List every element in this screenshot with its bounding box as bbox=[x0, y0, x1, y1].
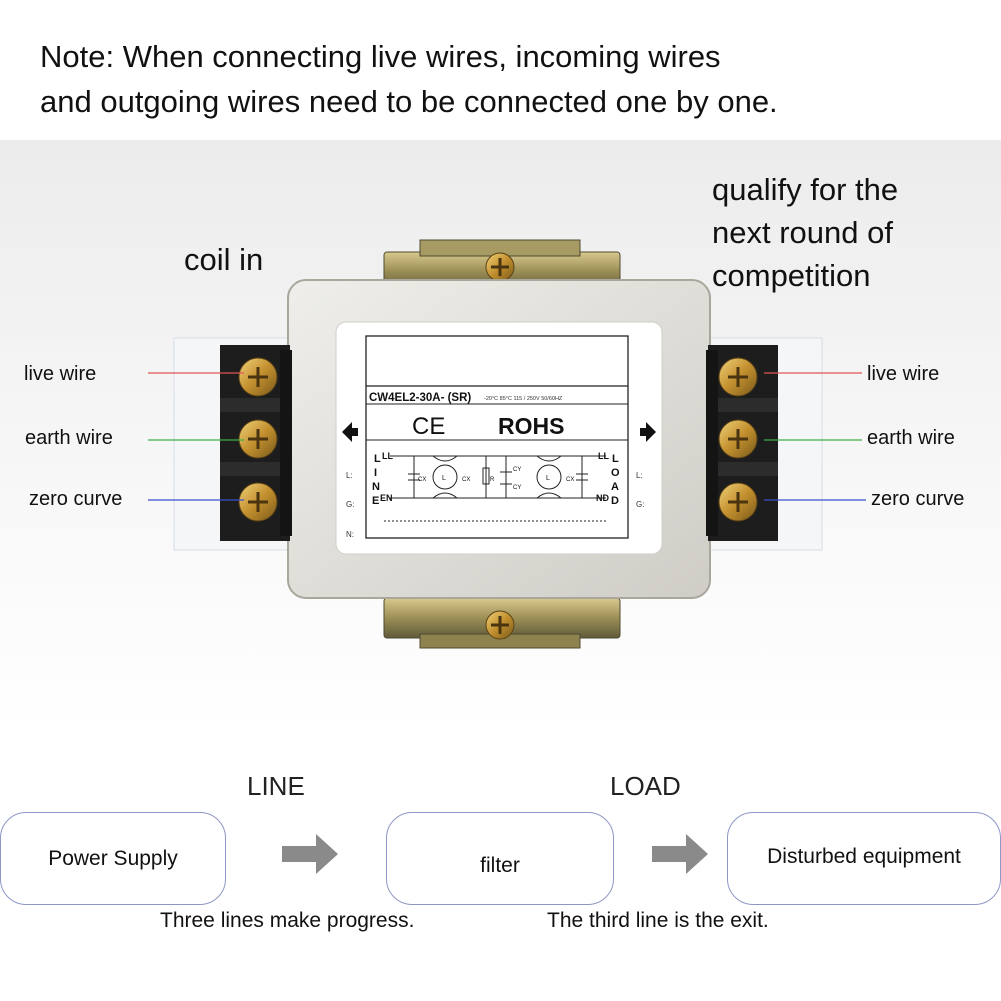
filter-circuit-schematic bbox=[384, 455, 608, 522]
qualify-label: qualify for the next round of competitio… bbox=[712, 168, 898, 297]
left-earth-wire-label: earth wire bbox=[25, 427, 113, 449]
left-terminal-n: N: bbox=[346, 530, 354, 539]
bottom-mounting-bracket bbox=[383, 597, 621, 649]
load-label: LOAD bbox=[610, 771, 681, 801]
circuit-label-ll-right: LL bbox=[598, 451, 609, 461]
left-terminal-l: L: bbox=[346, 471, 353, 480]
circuit-label-ll-left: LL bbox=[382, 451, 393, 461]
left-live-wire-label: live wire bbox=[24, 363, 97, 385]
right-terminal-block bbox=[706, 345, 778, 541]
model-number: CW4EL2-30A- (SR) bbox=[369, 392, 471, 404]
caption-third-line: The third line is the exit. bbox=[547, 909, 769, 932]
left-zero-curve-label: zero curve bbox=[29, 488, 123, 510]
qualify-line-1: qualify for the bbox=[712, 172, 899, 207]
circuit-label-en: EN bbox=[380, 493, 393, 503]
load-letter-o: O bbox=[611, 467, 620, 479]
component-l-2: L bbox=[546, 475, 550, 482]
note-line-2: and outgoing wires need to be connected … bbox=[40, 84, 778, 119]
right-terminal-l: L: bbox=[636, 471, 643, 480]
load-letter-a: A bbox=[611, 481, 619, 493]
component-cx-2: CX bbox=[462, 477, 470, 483]
power-supply-box: Power Supply bbox=[0, 812, 226, 905]
disturbed-equipment-box: Disturbed equipment bbox=[727, 812, 1001, 905]
qualify-line-2: next round of bbox=[712, 215, 893, 250]
load-letter-d: D bbox=[611, 495, 619, 507]
line-letter-l: L bbox=[374, 453, 381, 465]
right-zero-curve-label: zero curve bbox=[871, 488, 965, 510]
component-cx-3: CX bbox=[566, 477, 574, 483]
filter-box: filter bbox=[386, 812, 614, 905]
line-label: LINE bbox=[247, 771, 305, 801]
line-letter-n: N bbox=[372, 481, 380, 493]
component-cy-2: CY bbox=[513, 485, 521, 491]
left-terminal-g: G: bbox=[346, 500, 354, 509]
circuit-label-nd: ND bbox=[596, 493, 609, 503]
left-terminal-block bbox=[220, 345, 292, 541]
power-supply-label: Power Supply bbox=[48, 846, 178, 870]
qualify-line-3: competition bbox=[712, 258, 871, 293]
flow-arrow-1-icon bbox=[282, 834, 338, 874]
component-cy-1: CY bbox=[513, 467, 521, 473]
right-live-wire-label: live wire bbox=[867, 363, 940, 385]
caption-three-lines: Three lines make progress. bbox=[160, 909, 415, 932]
load-direction-arrow bbox=[640, 422, 656, 442]
coil-in-label: coil in bbox=[184, 242, 264, 277]
line-letter-e: E bbox=[372, 495, 379, 507]
line-letter-i: I bbox=[374, 467, 377, 479]
component-r: R bbox=[490, 477, 495, 483]
spec-text: -20°C 85°C 115 / 250V 50/60HZ bbox=[484, 396, 563, 402]
label-plate bbox=[335, 321, 663, 555]
line-direction-arrow bbox=[342, 422, 358, 442]
ce-mark: CE bbox=[412, 413, 445, 440]
component-cx-1: CX bbox=[418, 477, 426, 483]
note-line-1: Note: When connecting live wires, incomi… bbox=[40, 39, 721, 74]
disturbed-equipment-label: Disturbed equipment bbox=[767, 844, 961, 868]
component-l-1: L bbox=[442, 475, 446, 482]
note-text: Note: When connecting live wires, incomi… bbox=[40, 34, 980, 124]
filter-label: filter bbox=[480, 853, 520, 877]
right-terminal-g: G: bbox=[636, 500, 644, 509]
load-letter-l: L bbox=[612, 453, 619, 465]
right-earth-wire-label: earth wire bbox=[867, 427, 955, 449]
flow-arrow-2-icon bbox=[652, 834, 708, 874]
rohs-mark: ROHS bbox=[498, 413, 564, 439]
